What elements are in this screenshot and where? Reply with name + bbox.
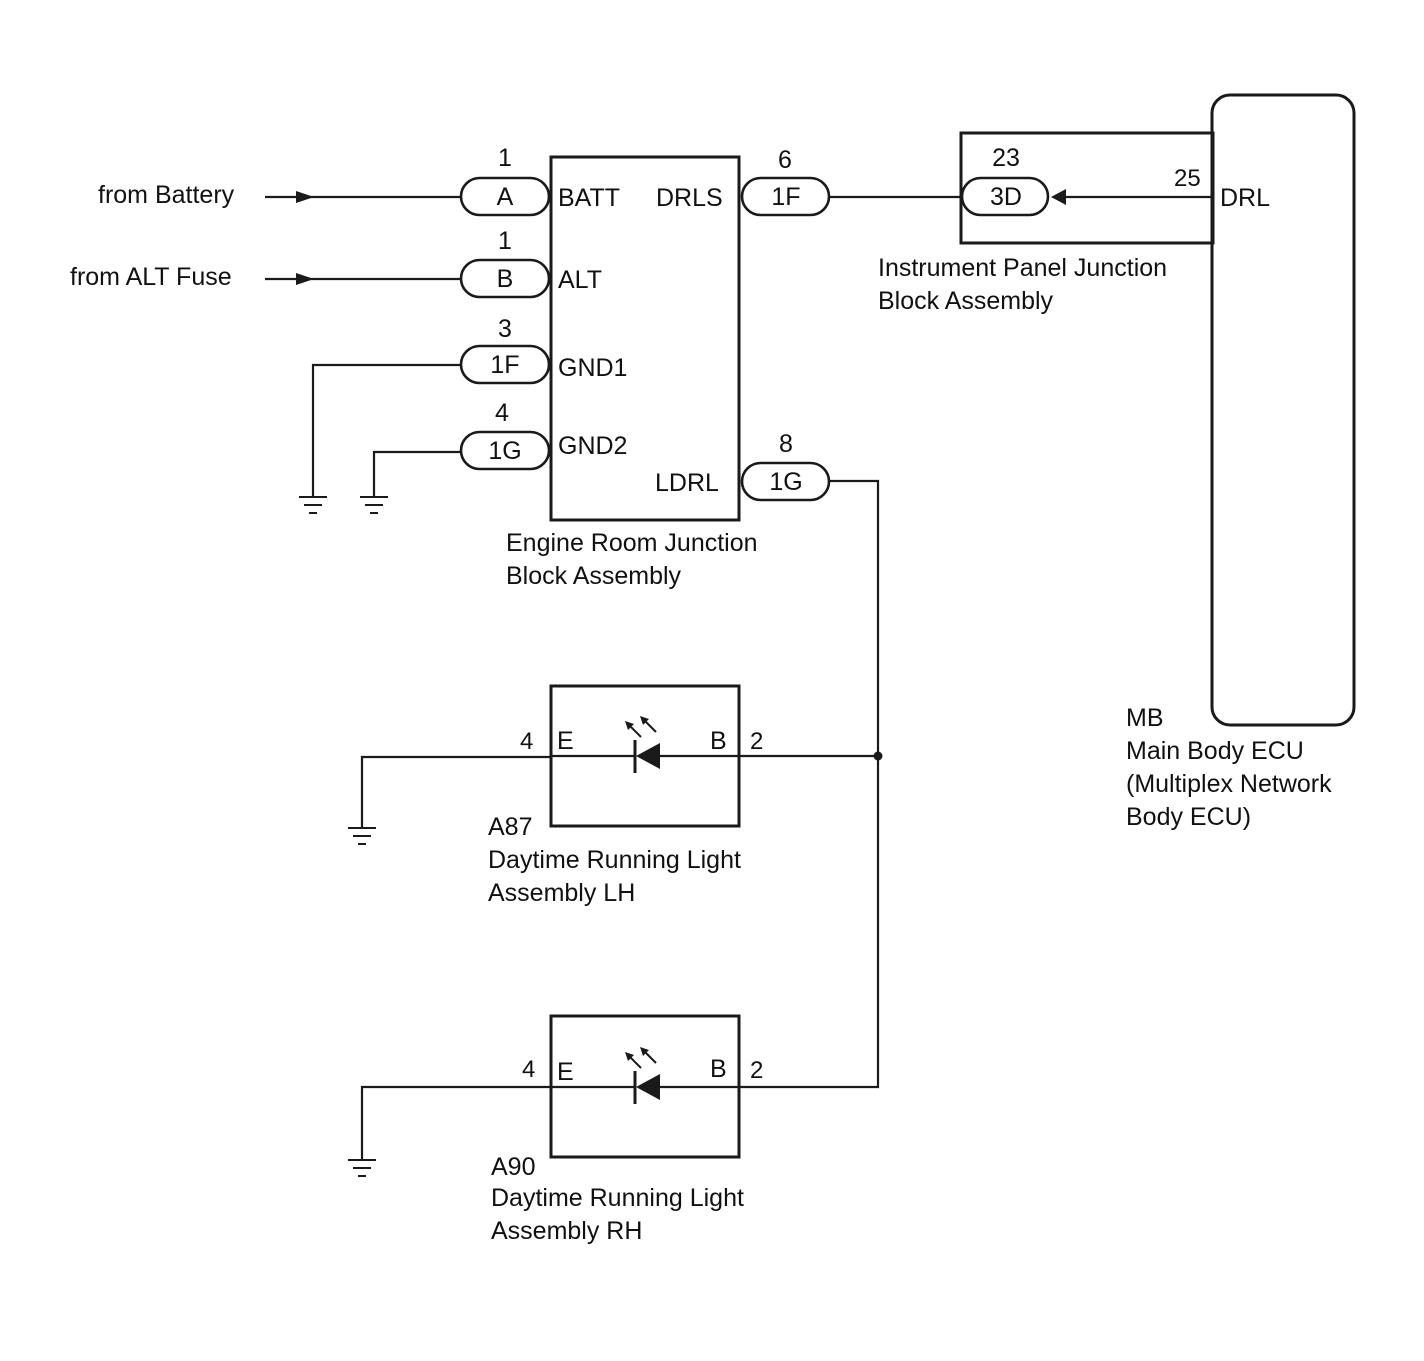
engine-room-jb-caption-1: Engine Room Junction — [506, 529, 758, 557]
pin-label: 6 — [778, 146, 792, 174]
drl-lh-term-b: B — [710, 727, 727, 755]
drl-rh-term-b: B — [710, 1055, 727, 1083]
pin-label: 23 — [992, 144, 1020, 172]
svg-text:A: A — [497, 183, 514, 211]
ecu-name-3: Body ECU) — [1126, 803, 1251, 831]
instrument-panel-jb-caption-1: Instrument Panel Junction — [878, 254, 1167, 282]
drl-rh-name-1: Daytime Running Light — [491, 1184, 744, 1212]
instrument-panel-jb-caption-2: Block Assembly — [878, 287, 1054, 315]
drl-rh-ground-wire — [347, 1085, 551, 1177]
drl-lh-pin-e: 4 — [520, 728, 533, 755]
engine-room-jb-caption-2: Block Assembly — [506, 562, 682, 590]
drl-rh-name-2: Assembly RH — [491, 1217, 642, 1245]
connector-3D: 3D 23 — [960, 144, 1050, 217]
drl-rh-pin-b: 2 — [750, 1057, 763, 1084]
engine-room-junction-block — [549, 155, 741, 522]
pin-label: 1 — [498, 227, 512, 255]
ecu-terminal-drl: DRL — [1220, 184, 1270, 212]
ecu-name-2: (Multiplex Network — [1126, 770, 1332, 798]
terminal-batt: BATT — [558, 184, 620, 212]
terminal-gnd1: GND1 — [558, 354, 627, 382]
drl-rh-term-e: E — [557, 1058, 574, 1086]
terminal-gnd2: GND2 — [558, 432, 627, 460]
pin-label: 1 — [498, 144, 512, 172]
ecu-code: MB — [1126, 704, 1164, 732]
svg-text:B: B — [497, 265, 514, 293]
drl-rh-pin-e: 4 — [522, 1056, 535, 1083]
terminal-alt: ALT — [558, 266, 602, 294]
drl-lh-name-2: Assembly LH — [488, 879, 635, 907]
ecu-pin-25: 25 — [1174, 165, 1201, 192]
connector-1F-drls: 1F 6 — [740, 146, 831, 217]
drl-lh-led-icon — [551, 716, 739, 773]
terminal-ldrl: LDRL — [655, 469, 719, 497]
drl-signal-wire — [1051, 189, 1213, 205]
from-battery-label: from Battery — [98, 181, 235, 209]
ecu-name-1: Main Body ECU — [1126, 737, 1304, 765]
svg-text:1G: 1G — [488, 437, 521, 465]
battery-input-wire — [265, 191, 462, 203]
pin-label: 3 — [498, 315, 512, 343]
drl-lh-ground-wire — [347, 755, 551, 845]
gnd2-wire — [359, 450, 462, 514]
connector-B: B 1 — [459, 227, 551, 299]
drl-lh-name-1: Daytime Running Light — [488, 846, 741, 874]
from-alt-fuse-label: from ALT Fuse — [70, 263, 232, 291]
svg-text:1F: 1F — [771, 183, 800, 211]
pin-label: 4 — [495, 399, 509, 427]
terminal-drls: DRLS — [656, 184, 723, 212]
drl-lh-pin-b: 2 — [750, 728, 763, 755]
svg-text:3D: 3D — [990, 183, 1022, 211]
alt-fuse-input-wire — [265, 273, 462, 285]
connector-1G-gnd2: 1G 4 — [459, 399, 551, 471]
main-body-ecu — [1210, 93, 1356, 727]
svg-text:1F: 1F — [490, 351, 519, 379]
connector-1F-gnd1: 1F 3 — [459, 315, 551, 385]
drl-lh-term-e: E — [557, 727, 574, 755]
pin-label: 8 — [779, 430, 793, 458]
drl-rh-code: A90 — [491, 1153, 535, 1181]
connector-A: A 1 — [459, 144, 551, 217]
connector-1G-ldrl: 1G 8 — [740, 430, 831, 502]
drl-rh-led-icon — [551, 1047, 739, 1104]
ldrl-wire — [739, 479, 883, 1089]
gnd1-wire — [298, 363, 462, 514]
svg-text:1G: 1G — [769, 468, 802, 496]
drl-lh-code: A87 — [488, 813, 532, 841]
